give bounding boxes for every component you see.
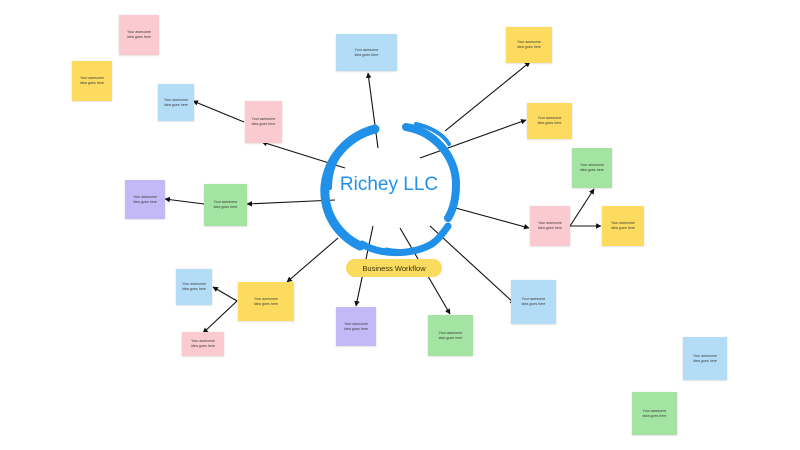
sticky-note[interactable]: Your awesome idea goes here	[602, 206, 644, 246]
sticky-note[interactable]: Your awesome idea goes here	[506, 27, 552, 63]
connector-arrow[interactable]	[164, 196, 205, 205]
sticky-note[interactable]: Your awesome idea goes here	[176, 269, 212, 305]
sticky-note[interactable]: Your awesome idea goes here	[158, 84, 194, 121]
connector-arrow[interactable]	[429, 225, 516, 305]
sticky-note[interactable]: Your awesome idea goes here	[182, 332, 224, 356]
sticky-note[interactable]: Your awesome idea goes here	[632, 392, 677, 435]
sticky-note[interactable]: Your awesome idea goes here	[572, 148, 612, 188]
sticky-note[interactable]: Your awesome idea goes here	[204, 184, 247, 226]
connector-arrow[interactable]	[202, 300, 238, 334]
sticky-note[interactable]: Your awesome idea goes here	[336, 307, 376, 346]
connector-arrow[interactable]	[451, 206, 530, 230]
sticky-note[interactable]: Your awesome idea goes here	[530, 206, 570, 246]
brush-circle	[320, 122, 460, 257]
connector-arrow[interactable]	[444, 61, 531, 132]
center-title[interactable]: Richey LLC	[339, 174, 439, 195]
sticky-note[interactable]: Your awesome idea goes here	[119, 15, 159, 55]
connector-arrow[interactable]	[212, 286, 238, 302]
sticky-note[interactable]: Your awesome idea goes here	[428, 315, 473, 356]
connector-arrow[interactable]	[569, 188, 595, 227]
connector-arrow[interactable]	[286, 237, 339, 283]
sticky-note[interactable]: Your awesome idea goes here	[72, 61, 112, 101]
sticky-note[interactable]: Your awesome idea goes here	[238, 282, 294, 321]
sticky-note[interactable]: Your awesome idea goes here	[683, 337, 727, 380]
sticky-note[interactable]: Your awesome idea goes here	[511, 280, 556, 324]
sticky-note[interactable]: Your awesome idea goes here	[527, 103, 572, 139]
sticky-note[interactable]: Your awesome idea goes here	[245, 101, 282, 143]
connector-arrow[interactable]	[246, 199, 336, 207]
sticky-note[interactable]: Your awesome idea goes here	[336, 34, 397, 71]
connector-arrow[interactable]	[419, 119, 527, 159]
sticky-note[interactable]: Your awesome idea goes here	[125, 180, 165, 219]
connector-arrow[interactable]	[192, 100, 245, 123]
connector-arrow[interactable]	[365, 72, 379, 149]
business-workflow-pill[interactable]: Business Workflow	[346, 259, 442, 277]
